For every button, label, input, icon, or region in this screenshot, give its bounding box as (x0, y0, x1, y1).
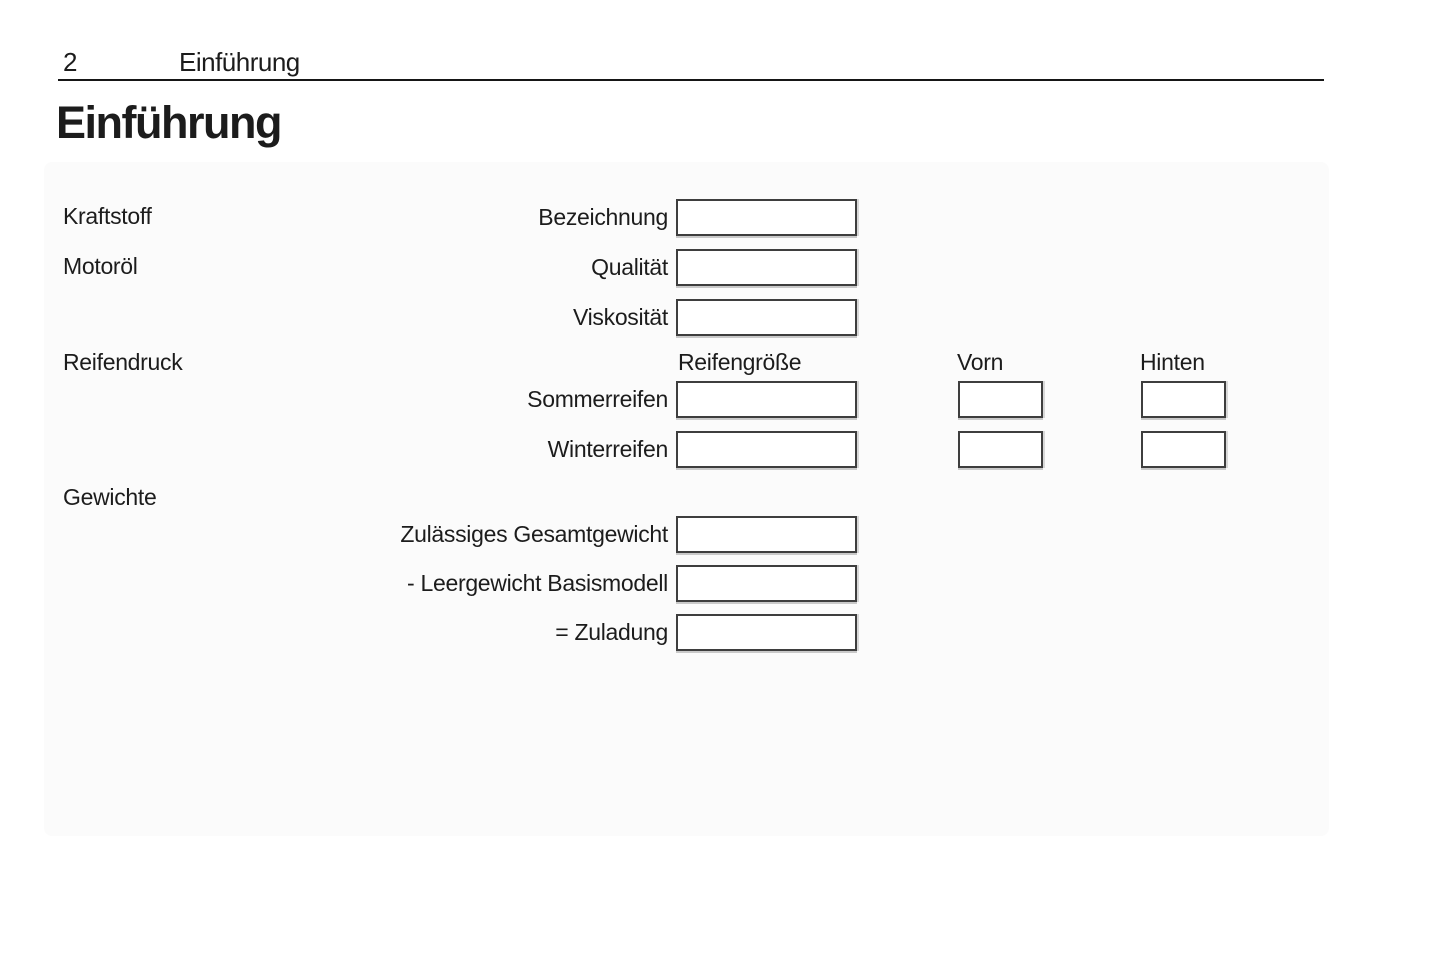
viskositaet-input[interactable] (676, 299, 857, 336)
section-label-reifendruck: Reifendruck (63, 349, 183, 375)
chapter-title: Einführung (179, 47, 300, 77)
field-label-qualitaet: Qualität (591, 254, 668, 280)
winterreifen-hinten-input[interactable] (1141, 431, 1226, 468)
section-label-gewichte: Gewichte (63, 484, 157, 510)
header-rule (58, 79, 1324, 81)
column-header-hinten: Hinten (1140, 349, 1205, 375)
gesamtgewicht-input[interactable] (676, 516, 857, 553)
field-label-viskositaet: Viskosität (572, 304, 668, 330)
running-header: 2 Einführung (0, 48, 1445, 76)
field-label-leergewicht: - Leergewicht Basismodell (407, 570, 668, 596)
sommerreifen-groesse-input[interactable] (676, 381, 857, 418)
leergewicht-input[interactable] (676, 565, 857, 602)
column-header-vorn: Vorn (957, 349, 1004, 375)
zuladung-input[interactable] (676, 614, 857, 651)
sommerreifen-vorn-input[interactable] (958, 381, 1043, 418)
field-label-gesamtgewicht: Zulässiges Gesamtgewicht (400, 521, 668, 547)
field-label-bezeichnung: Bezeichnung (538, 204, 668, 230)
page-title: Einführung (56, 97, 282, 148)
sommerreifen-hinten-input[interactable] (1141, 381, 1226, 418)
field-label-zuladung: = Zuladung (555, 619, 668, 645)
column-header-reifengroesse: Reifengröße (678, 349, 802, 375)
section-label-motoroel: Motoröl (63, 253, 138, 279)
bezeichnung-input[interactable] (676, 199, 857, 236)
page-number: 2 (63, 47, 78, 77)
winterreifen-vorn-input[interactable] (958, 431, 1043, 468)
field-label-sommerreifen: Sommerreifen (527, 386, 668, 412)
section-label-kraftstoff: Kraftstoff (63, 203, 152, 229)
winterreifen-groesse-input[interactable] (676, 431, 857, 468)
field-label-winterreifen: Winterreifen (547, 436, 669, 462)
qualitaet-input[interactable] (676, 249, 857, 286)
